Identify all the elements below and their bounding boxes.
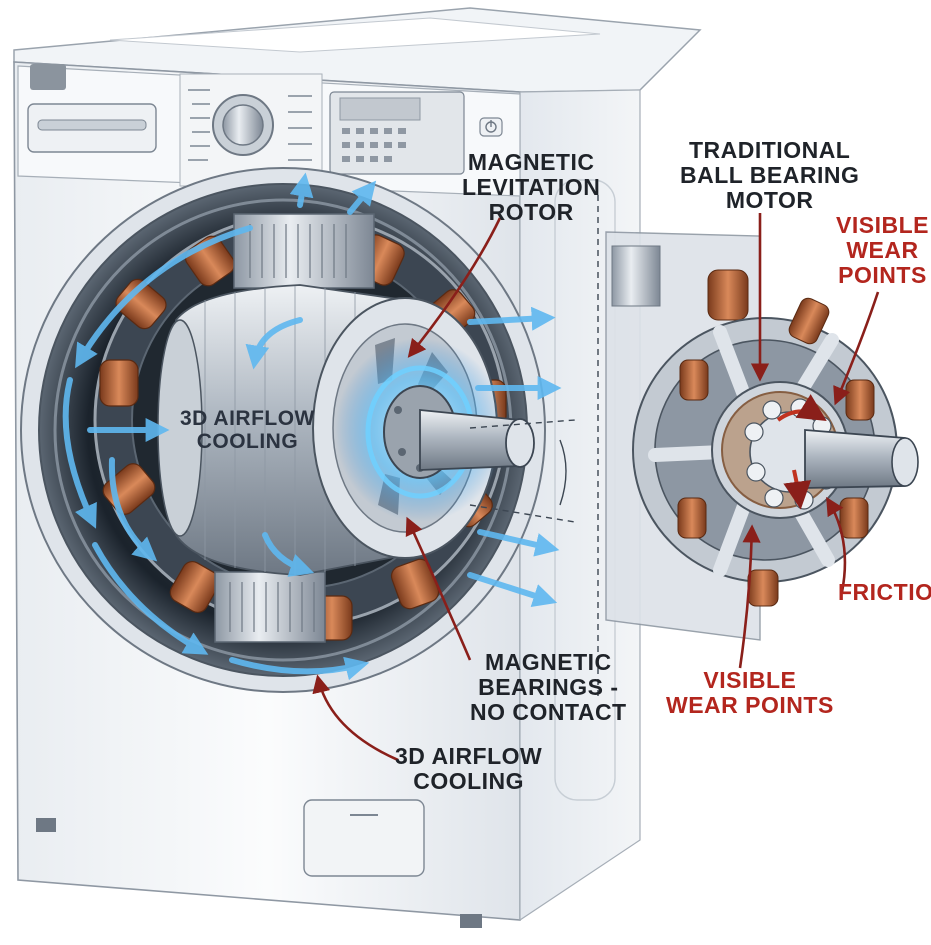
label-line: MOTOR [725, 186, 814, 213]
label-line: MAGNETIC [467, 149, 595, 175]
airflow-arrows [62, 172, 562, 681]
label-magnetic-bearings: MAGNETIC BEARINGS - NO CONTACT [470, 650, 627, 724]
connector-dashes [469, 195, 599, 700]
dial-knob-icon [212, 94, 274, 156]
label-airflow-bottom: 3D AIRFLOW COOLING [395, 744, 542, 794]
label-line: COOLING [413, 767, 525, 794]
label-line: LEVITATION [462, 173, 601, 200]
label-line: WEAR [846, 236, 919, 263]
traditional-motor [605, 231, 919, 641]
label-line: TRADITIONAL [688, 137, 851, 163]
label-line: COOLING [196, 429, 299, 453]
label-line: 3D AIRFLOW [395, 743, 543, 769]
label-visible-wear-points-bottom: VISIBLE WEAR POINTS [666, 668, 834, 718]
label-line: POINTS [838, 261, 927, 288]
label-line: VISIBLE [836, 212, 929, 238]
maglev-rotor [157, 284, 535, 576]
label-traditional-motor: TRADITIONAL BALL BEARING MOTOR [680, 138, 859, 212]
label-line: ROTOR [488, 198, 574, 225]
label-friction: FRICTION [838, 580, 931, 605]
label-line: BALL BEARING [680, 161, 860, 188]
label-line: WEAR POINTS [666, 691, 834, 718]
label-line: MAGNETIC [484, 649, 612, 675]
label-line: FRICTION [838, 579, 931, 605]
label-magnetic-levitation-rotor: MAGNETIC LEVITATION ROTOR [462, 150, 600, 224]
label-visible-wear-points-top: VISIBLE WEAR POINTS [836, 213, 929, 287]
label-line: VISIBLE [703, 667, 797, 693]
callout-arrows [312, 212, 880, 762]
label-line: NO CONTACT [470, 698, 627, 725]
label-line: 3D AIRFLOW [180, 407, 315, 430]
label-line: BEARINGS - [478, 673, 619, 700]
label-airflow-center: 3D AIRFLOW COOLING [180, 407, 315, 453]
power-icon [479, 117, 503, 137]
